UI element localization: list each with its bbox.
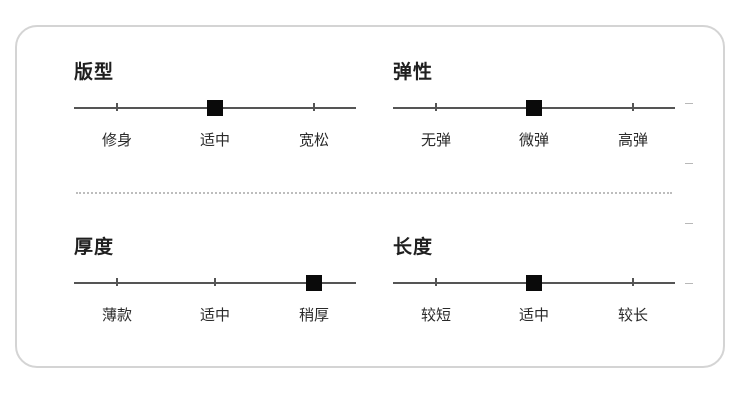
scale-option-label: 宽松 (298, 131, 329, 149)
edge-dash (685, 103, 693, 104)
scale-marker (526, 100, 542, 116)
scale-tick (116, 103, 118, 111)
attribute-title: 长度 (393, 236, 434, 258)
scale-option-label: 适中 (518, 306, 549, 324)
scale-tick (632, 278, 634, 286)
scale-option-label: 修身 (101, 131, 132, 149)
product-attributes-card (15, 25, 725, 368)
scale-tick (435, 278, 437, 286)
edge-dash (685, 283, 693, 284)
scale-tick (214, 278, 216, 286)
edge-dash (685, 163, 693, 164)
section-divider (76, 192, 672, 194)
attribute-length: 长度 较短 适中 较长 (393, 232, 675, 342)
scale-option-label: 无弹 (420, 131, 451, 149)
scale-marker (207, 100, 223, 116)
scale-marker (526, 275, 542, 291)
scale-option-label: 较短 (420, 306, 451, 324)
attribute-title: 厚度 (74, 236, 115, 258)
edge-dash (685, 223, 693, 224)
attribute-elasticity: 弹性 无弹 微弹 高弹 (393, 57, 675, 167)
scale-marker (306, 275, 322, 291)
scale-option-label: 适中 (199, 131, 230, 149)
scale-tick (313, 103, 315, 111)
attribute-title: 版型 (74, 61, 115, 83)
attribute-thickness: 厚度 薄款 适中 稍厚 (74, 232, 356, 342)
attribute-fit: 版型 修身 适中 宽松 (74, 57, 356, 167)
scale-option-label: 薄款 (101, 306, 132, 324)
scale-tick (435, 103, 437, 111)
scale-option-label: 适中 (199, 306, 230, 324)
scale-option-label: 微弹 (518, 131, 549, 149)
scale-option-label: 较长 (617, 306, 648, 324)
scale-tick (632, 103, 634, 111)
scale-tick (116, 278, 118, 286)
scale-option-label: 稍厚 (298, 306, 329, 324)
scale-option-label: 高弹 (617, 131, 648, 149)
attribute-title: 弹性 (393, 61, 434, 83)
